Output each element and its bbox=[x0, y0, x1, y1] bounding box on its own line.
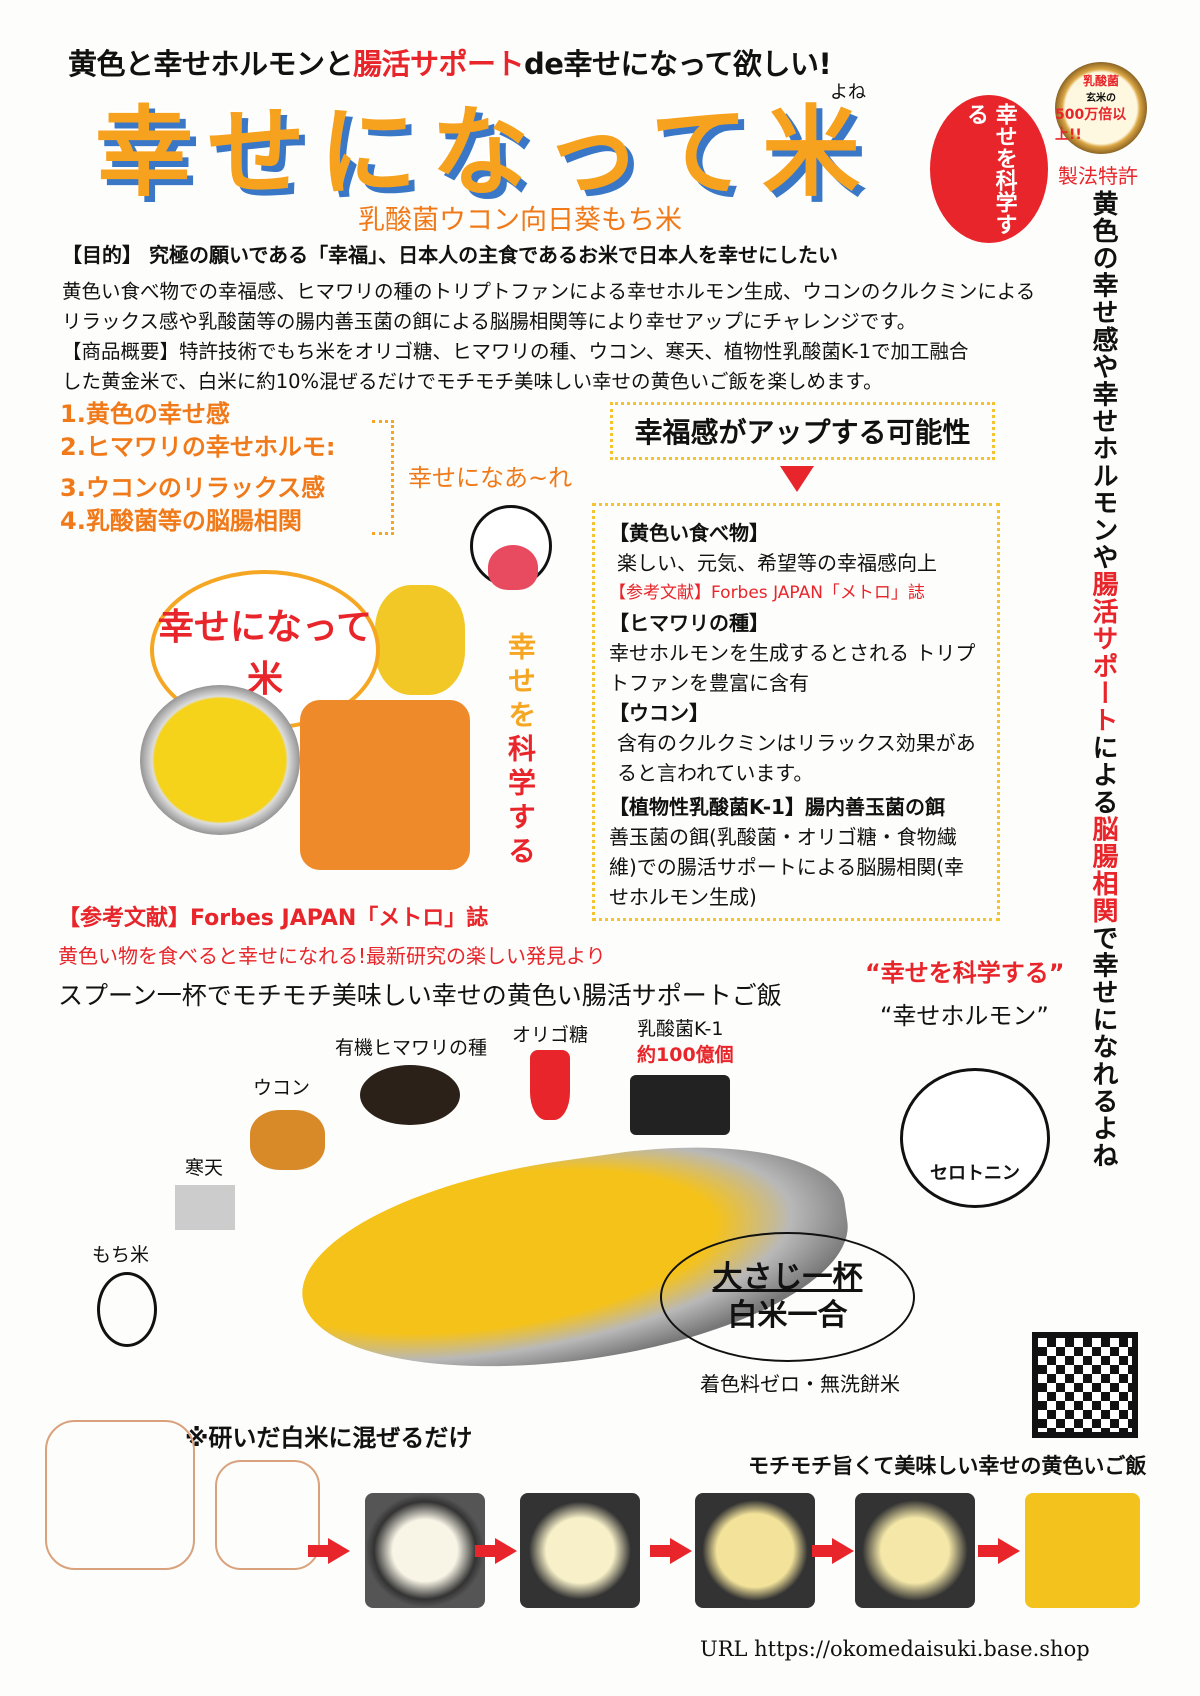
ingredient-lactic: 乳酸菌K-1 bbox=[637, 1018, 724, 1040]
headline: 黄色と幸せホルモンと腸活サポートde幸せになって欲しい! bbox=[68, 47, 832, 81]
arrow-right-icon bbox=[812, 1545, 834, 1557]
qr-code[interactable] bbox=[1032, 1332, 1138, 1438]
rice-cooker-illustration bbox=[215, 1460, 320, 1570]
headline-text: 黄色と幸せホルモンと bbox=[68, 47, 354, 81]
page-title: 幸せになって米 bbox=[95, 96, 875, 210]
list-item: 4.乳酸菌等の脳腸相関 bbox=[60, 507, 302, 535]
info-text: 含有のクルクミンはリラックス効果があると言われています。 bbox=[617, 731, 976, 785]
info-text: 幸せホルモンを生成するとされる トリプトファンを豊富に含有 bbox=[609, 641, 976, 695]
medal-line2: 玄米の bbox=[1086, 93, 1116, 104]
ingredient-turmeric: ウコン bbox=[253, 1077, 311, 1099]
step-photo bbox=[520, 1493, 640, 1608]
ingredient-mochi: もち米 bbox=[92, 1244, 150, 1266]
arrow-down-icon bbox=[780, 466, 814, 492]
vsci-part: 幸せを bbox=[504, 632, 537, 734]
arrow-right-icon bbox=[978, 1545, 1000, 1557]
intro-line1: 黄色い食べ物での幸福感、ヒマワリの種のトリプトファンによる幸せホルモン生成、ウコ… bbox=[62, 280, 1036, 303]
vtext-part: 黄色の幸せ感や幸せホルモンや bbox=[1088, 190, 1118, 571]
final-rice-photo bbox=[1025, 1493, 1140, 1608]
rice-bowl-image bbox=[140, 685, 300, 835]
agar-image bbox=[175, 1185, 235, 1230]
mochi-tagline: モチモチ旨くて美味しい幸せの黄色いご飯 bbox=[748, 1454, 1147, 1478]
heart-icon bbox=[488, 545, 538, 590]
arrow-right-icon bbox=[308, 1545, 330, 1557]
reference: 【参考文献】Forbes JAPAN「メトロ」誌 bbox=[58, 906, 489, 931]
medal-line3: 500万倍以上!! bbox=[1055, 107, 1127, 143]
headline-red: 腸活サポート bbox=[353, 47, 525, 81]
measure-line2: 白米一合 bbox=[727, 1298, 848, 1333]
vtext-part: で幸せになれるよね bbox=[1088, 924, 1118, 1170]
no-coloring-label: 着色料ゼロ・無洗餅米 bbox=[700, 1372, 900, 1396]
arrow-right-icon bbox=[670, 1538, 692, 1564]
vsci-red: 科学する bbox=[504, 734, 537, 870]
vertical-slogan: 黄色の幸せ感や幸せホルモンや腸活サポートによる脳腸相関で幸せになれるよね bbox=[1088, 190, 1118, 1170]
info-heading: 【黄色い食べ物】 bbox=[609, 521, 769, 545]
step-photo bbox=[695, 1493, 815, 1608]
info-text: 楽しい、元気、希望等の幸福感向上 bbox=[617, 551, 937, 575]
mix-instruction: ※研いだ白米に混ぜるだけ bbox=[185, 1424, 473, 1452]
list-item: 2.ヒマワリの幸せホルモ: bbox=[60, 433, 336, 461]
info-text: 善玉菌の餌(乳酸菌・オリゴ糖・食物繊維)での腸活サポートによる脳腸相関(幸せホル… bbox=[609, 825, 965, 909]
vertical-science: 幸せを科学する bbox=[500, 632, 540, 870]
science-quote: “幸せを科学する” bbox=[865, 959, 1065, 987]
overview-line2: した黄金米で、白米に約10%混ぜるだけでモチモチ美味しい幸せの黄色いご飯を楽しめ… bbox=[62, 370, 883, 393]
arrow-right-icon bbox=[650, 1545, 672, 1557]
arrow-right-icon bbox=[475, 1545, 497, 1557]
hormone-quote: “幸せホルモン” bbox=[880, 1002, 1049, 1030]
arrow-right-icon bbox=[328, 1538, 350, 1564]
intro-line2: リラックス感や乳酸菌等の腸内善玉菌の餌による脳腸相関等により幸せアップにチャレン… bbox=[62, 310, 917, 333]
bracket-divider bbox=[372, 420, 394, 535]
rice-bag-image bbox=[300, 700, 470, 870]
ingredient-sunflower: 有機ヒマワリの種 bbox=[335, 1037, 488, 1059]
rice-cooker-illustration bbox=[45, 1420, 195, 1570]
vtext-red: 腸活サポート bbox=[1088, 570, 1118, 735]
oligo-bottle-image bbox=[530, 1050, 570, 1120]
step-photo bbox=[855, 1493, 975, 1608]
step-photo bbox=[365, 1493, 485, 1608]
measure-oval: 大さじ一杯 白米一合 bbox=[660, 1232, 915, 1362]
ingredient-oligo: オリゴ糖 bbox=[512, 1024, 589, 1046]
spoon-tagline: スプーン一杯でモチモチ美味しい幸せの黄色い腸活サポートご飯 bbox=[58, 981, 782, 1010]
lactic-capsules-image bbox=[630, 1075, 730, 1135]
naare-text: 幸せになあ~れ bbox=[408, 464, 573, 492]
list-item: 3.ウコンのリラックス感 bbox=[60, 474, 326, 502]
sunflower-seeds-image bbox=[360, 1065, 460, 1125]
subtitle: 乳酸菌ウコン向日葵もち米 bbox=[358, 205, 682, 236]
arrow-right-icon bbox=[998, 1538, 1020, 1564]
ingredient-lactic-count: 約100億個 bbox=[637, 1044, 734, 1066]
info-ref: 【参考文献】Forbes JAPAN「メトロ」誌 bbox=[609, 583, 925, 603]
overview-line1: 【商品概要】特許技術でもち米をオリゴ糖、ヒマワリの種、ウコン、寒天、植物性乳酸菌… bbox=[62, 340, 969, 363]
measure-line1: 大さじ一杯 bbox=[712, 1260, 863, 1295]
info-box: 【黄色い食べ物】 楽しい、元気、希望等の幸福感向上 【参考文献】Forbes J… bbox=[592, 503, 1000, 921]
medal-badge: 乳酸菌 玄米の 500万倍以上!! bbox=[1055, 62, 1147, 154]
purpose: 【目的】 究極の願いである「幸福」、日本人の主食であるお米で日本人を幸せにしたい bbox=[62, 243, 838, 267]
vtext-red: 脳腸相関 bbox=[1088, 815, 1118, 925]
title-ruby: よね bbox=[830, 82, 866, 103]
science-badge: 幸せを科学する bbox=[930, 95, 1048, 243]
mochi-grain-image bbox=[97, 1272, 157, 1347]
medal-line1: 乳酸菌 bbox=[1082, 74, 1119, 88]
info-heading: 【ウコン】 bbox=[609, 701, 709, 725]
shop-url-link[interactable]: URL https://okomedaisuki.base.shop bbox=[700, 1637, 1090, 1661]
list-item: 1.黄色の幸せ感 bbox=[60, 400, 230, 428]
patent-label: 製法特許 bbox=[1058, 164, 1138, 188]
benefit-list: 1.黄色の幸せ感 2.ヒマワリの幸せホルモ: 3.ウコンのリラックス感 4.乳酸… bbox=[60, 398, 335, 538]
info-heading: 【ヒマワリの種】 bbox=[609, 611, 769, 635]
vtext-part: による bbox=[1088, 734, 1118, 816]
ingredient-agar: 寒天 bbox=[185, 1157, 224, 1179]
turmeric-image bbox=[250, 1110, 325, 1170]
happiness-heading: 幸福感がアップする可能性 bbox=[610, 402, 995, 460]
reference-note: 黄色い物を食べると幸せになれる!最新研究の楽しい発見より bbox=[58, 944, 606, 968]
headline-text-end: de幸せになって欲しい! bbox=[524, 47, 832, 81]
arrow-right-icon bbox=[495, 1538, 517, 1564]
arrow-right-icon bbox=[832, 1538, 854, 1564]
rice-pile-image bbox=[375, 585, 465, 695]
info-heading: 【植物性乳酸菌K-1】腸内善玉菌の餌 bbox=[609, 795, 945, 819]
serotonin-character: セロトニン bbox=[900, 1068, 1050, 1208]
